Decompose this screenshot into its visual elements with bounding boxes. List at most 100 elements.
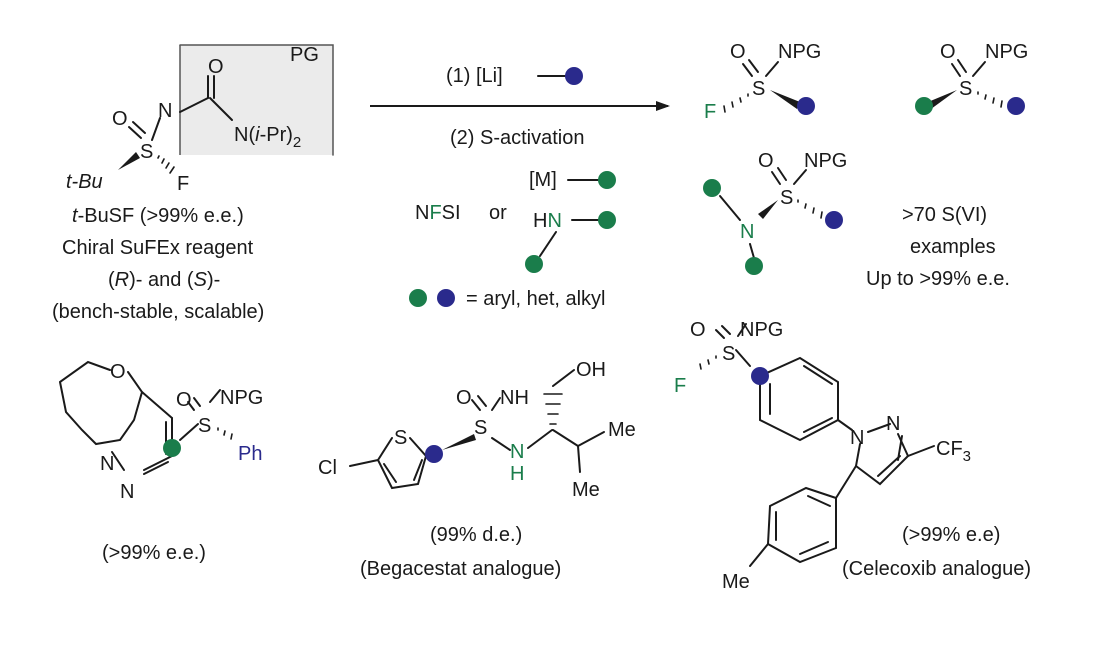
product-sulfonimidamide: O NPG S N xyxy=(703,150,847,275)
atom-o: O xyxy=(940,41,956,63)
amine-bond-2 xyxy=(539,231,557,257)
example-3-caption-1: (>99% e.e) xyxy=(902,524,1000,546)
blue-substituent-dot xyxy=(1007,97,1025,115)
bond-s-o-2 xyxy=(777,167,787,181)
bond-cl-c xyxy=(349,459,379,467)
phenyl-label: Ph xyxy=(238,443,262,465)
bond-s-nh xyxy=(491,397,501,411)
atom-f: F xyxy=(704,101,716,123)
atom-n: N xyxy=(510,441,524,463)
atom-n: N xyxy=(158,100,172,122)
bond-n-c xyxy=(527,429,553,449)
example-1-caption: (>99% e.e.) xyxy=(102,542,206,564)
example-3-structure: O NPG S F N N CF3 Me xyxy=(674,319,971,593)
legend-blue-dot xyxy=(437,289,455,307)
bond-c3-c4 xyxy=(141,391,173,419)
atom-o: O xyxy=(112,108,128,130)
atom-o: O xyxy=(730,41,746,63)
atom-f: F xyxy=(674,375,686,397)
hash-bond-s-f xyxy=(157,155,175,174)
bond-aryl-me xyxy=(749,543,769,567)
thiophene-ring xyxy=(377,437,428,490)
green-substituent-dot-1 xyxy=(703,179,721,197)
bond-s-n xyxy=(972,61,986,77)
bond-s-o-1 xyxy=(128,126,142,139)
hash-bond xyxy=(977,91,1003,108)
wedge-bond xyxy=(928,90,957,109)
green-substituent-dot-2 xyxy=(745,257,763,275)
atom-o: O xyxy=(758,150,774,172)
atom-s-sulfonyl: S xyxy=(474,417,487,439)
reagent-name: t-BuSF (>99% e.e.) xyxy=(72,205,244,227)
nh-label: NH xyxy=(500,387,529,409)
bond-n-c xyxy=(179,97,209,113)
bond-s-o-2 xyxy=(721,325,731,335)
bond-s-n xyxy=(209,389,221,403)
atom-s-ring: S xyxy=(394,427,407,449)
bond-s-o-2 xyxy=(748,59,759,73)
step-2-label: (2) S-activation xyxy=(450,127,585,149)
npg-label: NPG xyxy=(804,150,847,172)
atom-o: O xyxy=(456,387,472,409)
hn-label: HN xyxy=(533,210,562,232)
benzene-top-double-3 xyxy=(803,417,833,433)
bond-c5-n xyxy=(143,455,173,471)
atom-s: S xyxy=(959,78,972,100)
bond-s-o-2 xyxy=(957,59,967,73)
nfsi-label: NFSI xyxy=(415,202,461,224)
hash-bond-s-ph xyxy=(217,427,233,440)
bond-ch-me2 xyxy=(577,445,581,473)
npg-label: NPG xyxy=(220,387,263,409)
thiophene-double-1 xyxy=(383,463,397,483)
bond-c-s xyxy=(179,423,199,441)
reagent-line-2: Chiral SuFEx reagent xyxy=(62,237,254,259)
green-amine-dot-1 xyxy=(598,211,616,229)
atom-s: S xyxy=(722,343,735,365)
bond-s-n xyxy=(151,117,161,141)
step-1-label: (1) [Li] xyxy=(446,65,503,87)
methyl-2-label: Me xyxy=(572,479,600,501)
cf3-label: CF3 xyxy=(936,438,971,465)
wedge-bond xyxy=(758,200,778,219)
atom-s: S xyxy=(780,187,793,209)
bond-s-o-1 xyxy=(471,399,481,411)
benzene-ring-top xyxy=(759,356,839,442)
bond-c5-n-double xyxy=(143,461,169,475)
bond-s-o-2 xyxy=(193,397,201,407)
pyrazole-ring xyxy=(854,423,910,486)
bond-c-ch xyxy=(552,429,579,447)
blue-substituent-dot xyxy=(825,211,843,229)
reaction-conditions: (1) [Li] (2) S-activation [M] NFSI or HN… xyxy=(370,65,670,310)
npg-label: NPG xyxy=(740,319,783,341)
bond-s-o-2 xyxy=(132,121,146,134)
green-substituent-dot xyxy=(915,97,933,115)
atom-s: S xyxy=(198,415,211,437)
benzene-bottom-double-3 xyxy=(799,541,829,555)
npg-label: NPG xyxy=(778,41,821,63)
hash-bond xyxy=(797,199,823,219)
metal-label: [M] xyxy=(529,169,557,191)
pyrazole-double-2 xyxy=(877,455,901,477)
summary-line-3: Up to >99% e.e. xyxy=(866,268,1010,290)
chlorine-label: Cl xyxy=(318,457,337,479)
bond-s-n xyxy=(491,437,511,451)
bond-s-n xyxy=(737,323,747,337)
example-2-structure: OH O NH S S Cl N H Me Me xyxy=(318,359,636,501)
blue-substituent-dot xyxy=(797,97,815,115)
green-amine-dot-2 xyxy=(525,255,543,273)
product-sulfoximine: O NPG S xyxy=(915,41,1028,115)
tbu-label: t-Bu xyxy=(66,171,103,193)
bond-pyrazole-tolyl xyxy=(835,465,857,499)
methyl-label: Me xyxy=(722,571,750,593)
npg-label: NPG xyxy=(985,41,1028,63)
bond-n-n xyxy=(111,451,125,471)
bond-aryl-n xyxy=(837,419,853,431)
bond-c-s xyxy=(735,349,751,367)
bond-ch-me1 xyxy=(577,431,605,447)
bond-c-cf3 xyxy=(907,445,935,457)
atom-n-1: N xyxy=(850,427,864,449)
benzene-bottom-double-2 xyxy=(807,495,831,507)
atom-n-2: N xyxy=(120,481,134,503)
bond-s-n xyxy=(793,169,807,185)
